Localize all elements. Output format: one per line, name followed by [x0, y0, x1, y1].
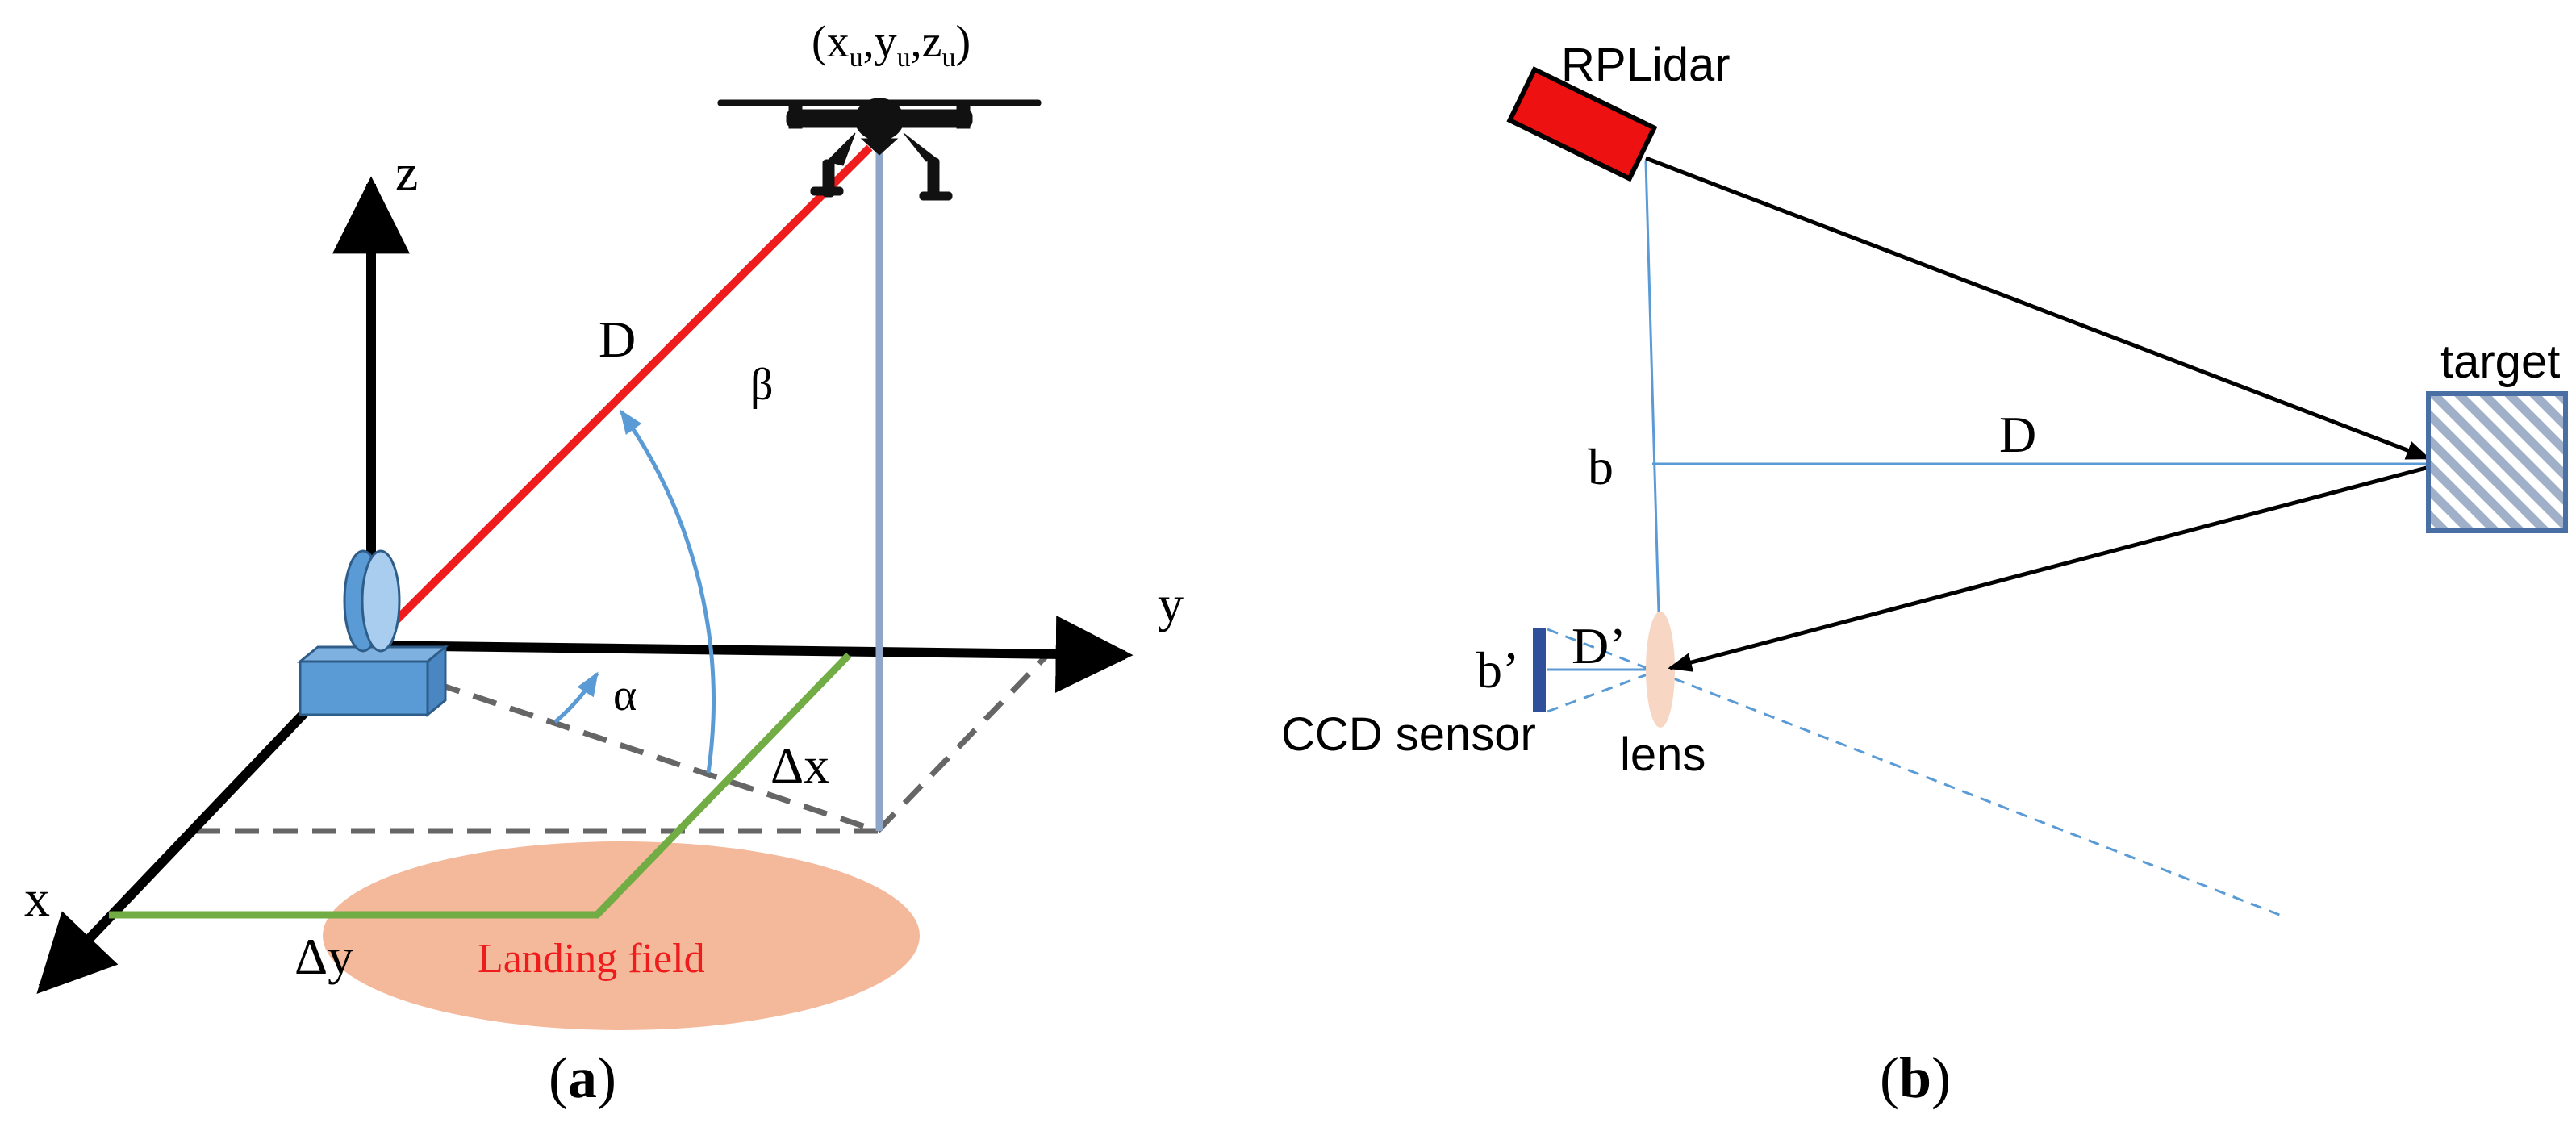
lens-label: lens: [1620, 728, 1706, 781]
b-label: b: [1588, 438, 1614, 495]
drone-coordinates-label: (xu,yu,zu): [812, 17, 971, 73]
x-axis-label: x: [24, 870, 50, 927]
lens-icon: [1646, 612, 1675, 728]
beta-arc: [619, 409, 716, 774]
y-axis-label: y: [1158, 575, 1184, 632]
alpha-arc: [553, 671, 599, 724]
alpha-label: α: [613, 670, 637, 720]
laser-distance-line: [361, 144, 873, 655]
reflected-ray: [1668, 464, 2433, 672]
rplidar-icon: [1506, 66, 1658, 182]
x-axis: [36, 690, 327, 994]
panel-a-caption: (a): [549, 1046, 616, 1110]
distance-label: D: [599, 311, 636, 368]
delta-path: [109, 652, 852, 919]
ccd-sensor-icon: [1533, 628, 1546, 712]
lidar-device-icon: [296, 549, 449, 718]
beta-label: β: [750, 360, 774, 410]
rplidar-label: RPLidar: [1561, 39, 1731, 91]
target-icon: [2426, 391, 2568, 533]
landing-field-label: Landing field: [478, 936, 705, 982]
dashed-ray-lines: [1547, 628, 2282, 917]
y-axis: [370, 615, 1134, 693]
optical-guide-lines: [1547, 161, 2432, 671]
panel-b-caption: (b): [1880, 1046, 1951, 1110]
drone-icon: [717, 98, 1042, 201]
panel-b: RPLidar target D b b’ D’ CCD sensor lens…: [1281, 39, 2568, 1110]
emitted-ray: [1645, 156, 2431, 461]
delta-y-label: Δy: [294, 928, 353, 985]
target-label: target: [2440, 336, 2560, 388]
distance-label-b: D: [1999, 406, 2036, 463]
ccd-sensor-label: CCD sensor: [1281, 708, 1536, 761]
d-prime-label: D’: [1572, 617, 1626, 674]
ground-projection-lines: [196, 651, 1051, 834]
delta-x-label: Δx: [770, 737, 829, 794]
z-axis-label: z: [395, 144, 418, 201]
panel-a: (xu,yu,zu) z y x D β α Δx Δy Landing fie…: [24, 17, 1184, 1110]
landing-field-area: [323, 841, 920, 1030]
b-prime-label: b’: [1476, 641, 1519, 699]
